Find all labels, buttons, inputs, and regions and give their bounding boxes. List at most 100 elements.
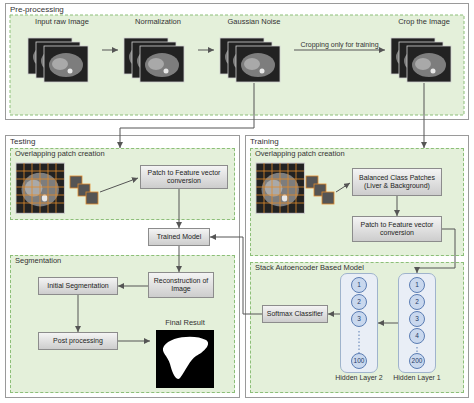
ct-slice (391, 38, 435, 74)
ct-slice (220, 38, 264, 74)
box-label: 2 (357, 298, 361, 305)
heading-text: Gaussian Noise (214, 18, 294, 26)
patch-grid-image (256, 163, 304, 213)
patch-sample (86, 192, 98, 204)
flow-arrow (397, 196, 398, 216)
patch-sample (322, 192, 334, 204)
heading-text: Final Result (150, 319, 220, 327)
box-label: 2 (415, 298, 419, 305)
panel-box: TrainingOverlapping patch creationBalanc… (245, 135, 469, 398)
box-label: Balanced Class Patches (Liver & Backgrou… (356, 174, 438, 190)
flow-arrow (328, 314, 340, 315)
panel-box: Pre-processingInput raw Image Normalizati… (5, 3, 469, 120)
flow-arrow (294, 50, 385, 51)
process-box: Post processing (38, 332, 118, 350)
box-label: Softmax Classifier (267, 310, 323, 318)
neuron-circle: 3 (351, 311, 367, 327)
process-box: Patch to Feature vector conversion (352, 216, 442, 242)
ct-slice (236, 46, 280, 82)
panel-box: TestingOverlapping patch creationPatch t… (5, 135, 240, 398)
process-box: Softmax Classifier (262, 305, 328, 323)
ct-slice (132, 42, 176, 78)
box-label: Initial Segmentation (47, 282, 108, 290)
heading-text: Crop the Image (385, 18, 463, 26)
heading-text: Overlapping patch creation (255, 150, 345, 158)
flow-arrow (78, 295, 79, 332)
box-label: 200 (412, 357, 423, 364)
box-label: 1 (357, 281, 361, 288)
process-box: Reconstruction of Image (148, 272, 214, 298)
flow-arrow (210, 237, 262, 314)
result-image-box: Final Result (150, 318, 220, 390)
box-label: Patch to Feature vector conversion (144, 169, 224, 185)
heading-text: Overlapping patch creation (15, 150, 105, 158)
heading-text: Segmentation (15, 257, 61, 265)
ct-slice (228, 42, 272, 78)
process-box: Patch to Feature vector conversion (140, 165, 228, 189)
heading-text: Testing (10, 138, 35, 147)
patch-grid-image (16, 163, 64, 213)
flow-arrow (118, 341, 150, 342)
ct-slice (36, 42, 80, 78)
group-box: Overlapping patch creationPatch to Featu… (10, 148, 235, 220)
heading-text: Stack Autoencoder Based Model (255, 264, 364, 272)
patch-grid (256, 163, 304, 213)
box-label: 1 (415, 281, 419, 288)
box-label: 100 (354, 357, 365, 364)
box-label: 3 (357, 315, 361, 322)
flow-arrow (118, 286, 148, 287)
heading-text: Hidden Layer 2 (335, 374, 382, 382)
heading-text: Normalization (118, 18, 198, 26)
ct-slice (140, 46, 184, 82)
patch-sample (78, 184, 90, 196)
neuron-circle: 1 (351, 277, 367, 293)
box-label: Trained Model (157, 233, 202, 241)
step-image: Normalization (118, 17, 198, 83)
step-image: Input raw Image (22, 17, 102, 83)
flow-arrow (336, 183, 350, 192)
patch-sample (70, 176, 82, 188)
heading-text: Pre-processing (10, 6, 64, 15)
result-image (156, 330, 214, 388)
step-image: Gaussian Noise (214, 17, 294, 83)
box-label: Patch to Feature vector conversion (356, 221, 438, 237)
heading-text: Input raw Image (22, 18, 102, 26)
ct-slice (44, 46, 88, 82)
neuron-circle: 3 (409, 311, 425, 327)
ct-slice (399, 42, 443, 78)
group-box: Overlapping patch creationBalanced Class… (250, 148, 464, 256)
flow-arrow (179, 189, 180, 228)
box-label: 3 (415, 315, 419, 322)
layer-column: Hidden Layer 2123100 (340, 273, 378, 373)
flow-arrow (424, 83, 425, 148)
flow-arrow (102, 50, 118, 51)
ct-slice (28, 38, 72, 74)
group-box: Stack Autoencoder Based ModelSoftmax Cla… (250, 262, 464, 393)
box-label: Reconstruction of Image (152, 277, 210, 293)
layer-column: Hidden Layer 11234200 (398, 273, 436, 373)
neuron-circle: 100 (351, 353, 367, 369)
flow-arrow (179, 246, 180, 272)
patch-grid (16, 163, 64, 213)
flow-arrow (198, 50, 214, 51)
flow-arrow (417, 229, 455, 273)
flow-arrow (100, 178, 138, 192)
box-label: Post processing (53, 337, 103, 345)
step-image: Crop the Image (385, 17, 463, 83)
flow-arrow (120, 83, 254, 148)
group-box: SegmentationInitial Segmentation Reconstr… (10, 255, 235, 393)
process-box: Balanced Class Patches (Liver & Backgrou… (352, 168, 442, 196)
patch-sample (306, 176, 318, 188)
edge-label: Cropping only for training (300, 41, 378, 48)
process-box: Trained Model (148, 228, 210, 246)
patch-sample (314, 184, 326, 196)
process-box: Initial Segmentation (38, 277, 118, 295)
neuron-circle: 2 (409, 294, 425, 310)
neuron-circle: 4 (409, 328, 425, 344)
neuron-circle: 2 (351, 294, 367, 310)
neuron-circle: 200 (409, 353, 425, 369)
heading-text: Hidden Layer 1 (393, 374, 440, 382)
liver-mask (163, 337, 208, 379)
